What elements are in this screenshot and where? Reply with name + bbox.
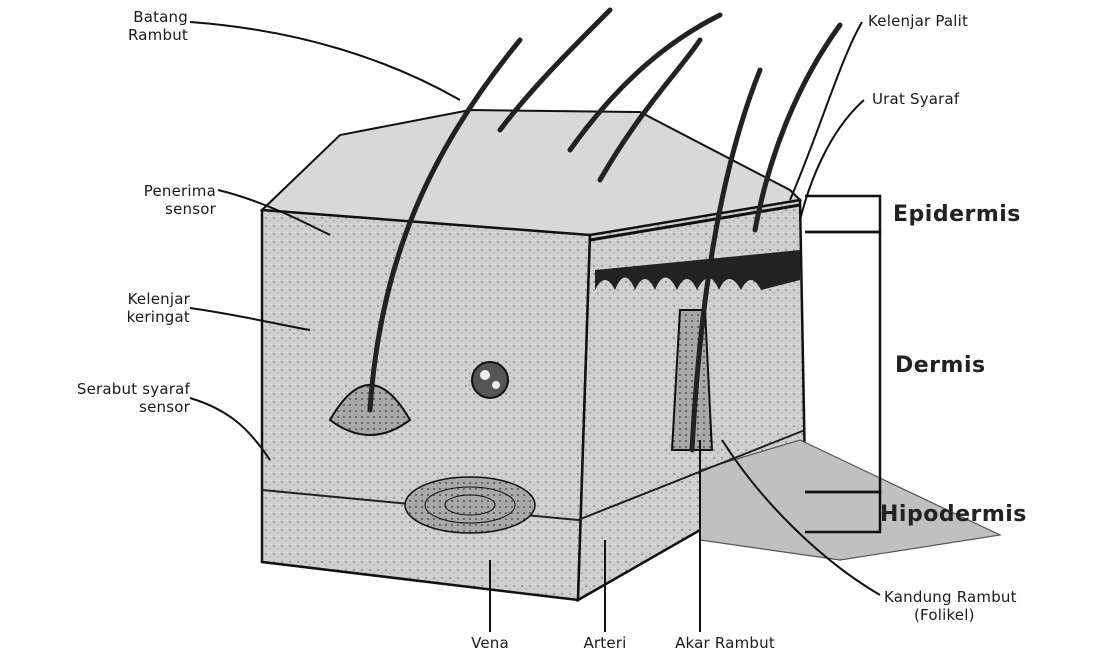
layer-epidermis: Epidermis — [893, 202, 1021, 227]
label-kelenjar-palit: Kelenjar Palit — [868, 12, 968, 30]
layer-hipodermis: Hipodermis — [880, 502, 1027, 527]
label-urat-syaraf: Urat Syaraf — [872, 90, 959, 108]
sweat-gland-coil — [472, 362, 508, 398]
label-kandung-rambut: Kandung Rambut(Folikel) — [884, 588, 1017, 624]
label-vena: Vena — [440, 634, 540, 652]
skin-front-face — [262, 210, 590, 600]
leader-batang-rambut — [190, 22, 460, 100]
leader-urat-syaraf — [800, 100, 864, 220]
hipodermis-slab — [700, 440, 1000, 560]
layer-dermis: Dermis — [895, 353, 986, 378]
label-akar-rambut: Akar Rambut — [655, 634, 795, 652]
leader-serabut-syaraf — [190, 398, 270, 460]
label-arteri: Arteri — [560, 634, 650, 652]
